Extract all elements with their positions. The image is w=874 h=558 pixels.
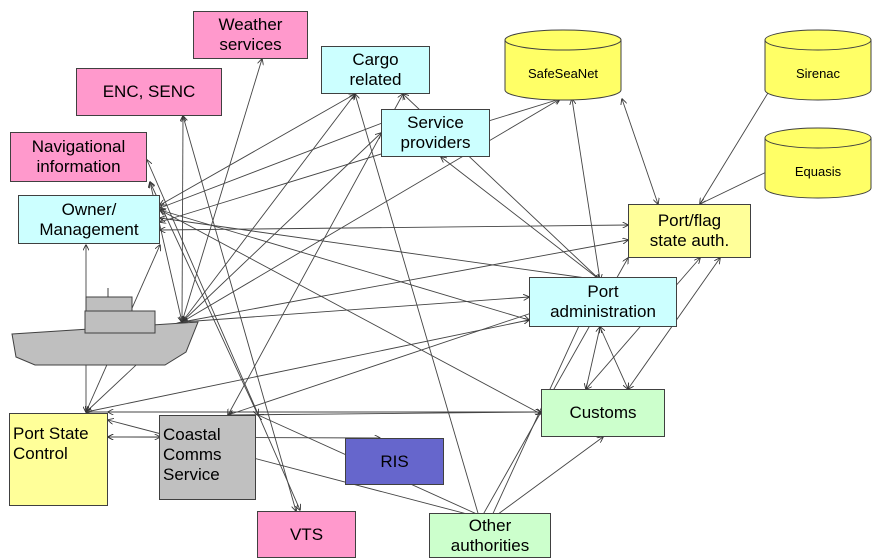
customs-box: Customs (541, 389, 665, 437)
connection-arrow (441, 157, 600, 280)
connection-arrow (182, 297, 529, 322)
connection-arrow (182, 116, 183, 322)
port-state-control-box: Port State Control (9, 413, 108, 506)
port-flag-state-box: Port/flag state auth. (628, 204, 751, 258)
owner-management-box: Owner/ Management (18, 195, 160, 244)
navigational-information-box: Navigational information (10, 132, 147, 182)
enc-senc-box: ENC, SENC (76, 68, 222, 116)
ship-icon (11, 288, 199, 366)
safeseanet-cylinder-body (504, 39, 622, 101)
connection-arrow (182, 99, 560, 322)
weather-services-box: Weather services (193, 11, 308, 59)
port-administration-box: Port administration (529, 277, 677, 327)
connection-arrow (572, 99, 600, 280)
equasis-database: Equasis (765, 128, 871, 198)
coastal-comms-service-box: Coastal Comms Service (159, 415, 256, 500)
sirenac-database: Sirenac (765, 30, 871, 100)
equasis-cylinder-top (764, 127, 872, 149)
other-authorities-box: Other authorities (429, 513, 551, 558)
safeseanet-label: SafeSeaNet (527, 66, 599, 81)
safeseanet-cylinder-top (504, 29, 622, 51)
connection-arrow (600, 327, 628, 389)
ship-bridge (85, 296, 133, 312)
vts-box: VTS (257, 511, 356, 558)
ship-superstructure (84, 310, 156, 334)
connection-arrow (160, 210, 541, 414)
connection-arrow (150, 182, 258, 415)
connection-arrow (490, 437, 603, 520)
connection-arrow (228, 94, 403, 415)
connection-arrow (182, 94, 355, 322)
sirenac-cylinder-body (764, 39, 872, 101)
connection-arrow (160, 99, 560, 222)
service-providers-box: Service providers (381, 109, 490, 157)
sirenac-label: Sirenac (795, 66, 841, 81)
safeseanet-database: SafeSeaNet (505, 30, 621, 100)
cargo-related-box: Cargo related (321, 46, 430, 94)
ris-box: RIS (345, 438, 444, 485)
sirenac-cylinder-top (764, 29, 872, 51)
connection-arrow (586, 327, 600, 389)
equasis-cylinder-body (764, 137, 872, 199)
equasis-label: Equasis (794, 164, 842, 179)
connection-arrow (622, 99, 658, 204)
connection-arrow (160, 120, 390, 208)
